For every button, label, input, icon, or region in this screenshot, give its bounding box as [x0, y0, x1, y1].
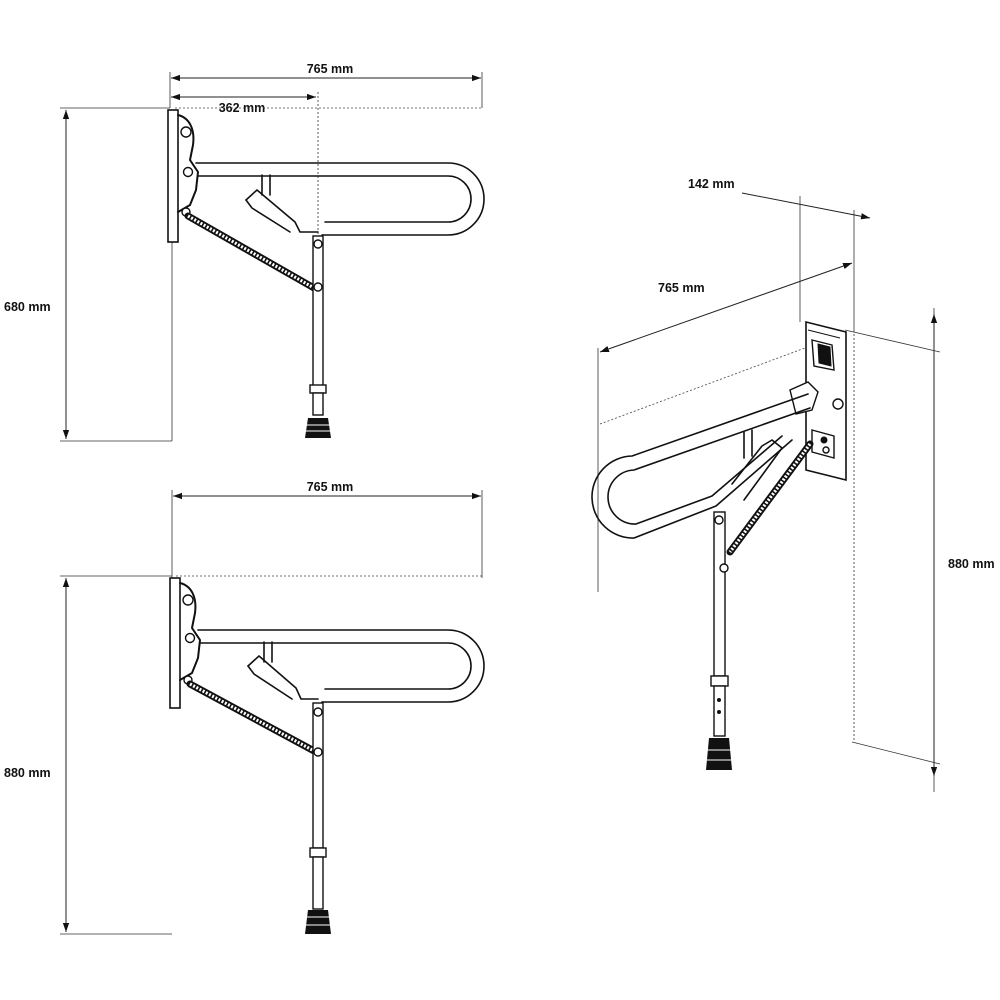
- diagonal-strut: [184, 212, 318, 292]
- top-width-dimension: 765 mm: [169, 62, 483, 108]
- perspective-height-label: 880 mm: [948, 557, 995, 571]
- top-height-label: 680 mm: [4, 300, 51, 314]
- support-leg: [706, 511, 732, 770]
- bottom-height-dimension: 880 mm: [4, 575, 172, 935]
- perspective-depth-label: 142 mm: [688, 177, 735, 191]
- bottom-height-label: 880 mm: [4, 766, 51, 780]
- diagonal-strut: [186, 680, 320, 756]
- grab-bar-rail: [591, 393, 809, 539]
- perspective-width-dimension: 765 mm: [597, 262, 853, 592]
- bottom-grab-bar-drawing: 765 mm 880 mm: [4, 480, 485, 935]
- perspective-depth-dimension: 142 mm: [688, 177, 871, 330]
- support-leg: [305, 235, 331, 438]
- perspective-width-label: 765 mm: [658, 281, 705, 295]
- wall-plate: [167, 109, 179, 243]
- bottom-width-dimension: 765 mm: [171, 480, 483, 578]
- top-grab-bar-drawing: 765 mm 362 mm 680 mm: [4, 62, 485, 442]
- grab-bar-rail: [195, 162, 485, 236]
- diagonal-strut: [726, 440, 814, 556]
- wall-plate: [169, 577, 181, 709]
- top-height-dimension: 680 mm: [4, 107, 172, 442]
- bottom-width-label: 765 mm: [307, 480, 354, 494]
- top-width-label: 765 mm: [307, 62, 354, 76]
- top-leg-offset-label: 362 mm: [219, 101, 266, 115]
- top-leg-offset-dimension: 362 mm: [171, 92, 319, 240]
- support-leg: [305, 702, 331, 934]
- grab-bar-rail: [197, 629, 485, 703]
- perspective-grab-bar-drawing: 142 mm 765 mm 880 mm: [591, 177, 995, 792]
- perspective-height-dimension: 880 mm: [844, 308, 995, 792]
